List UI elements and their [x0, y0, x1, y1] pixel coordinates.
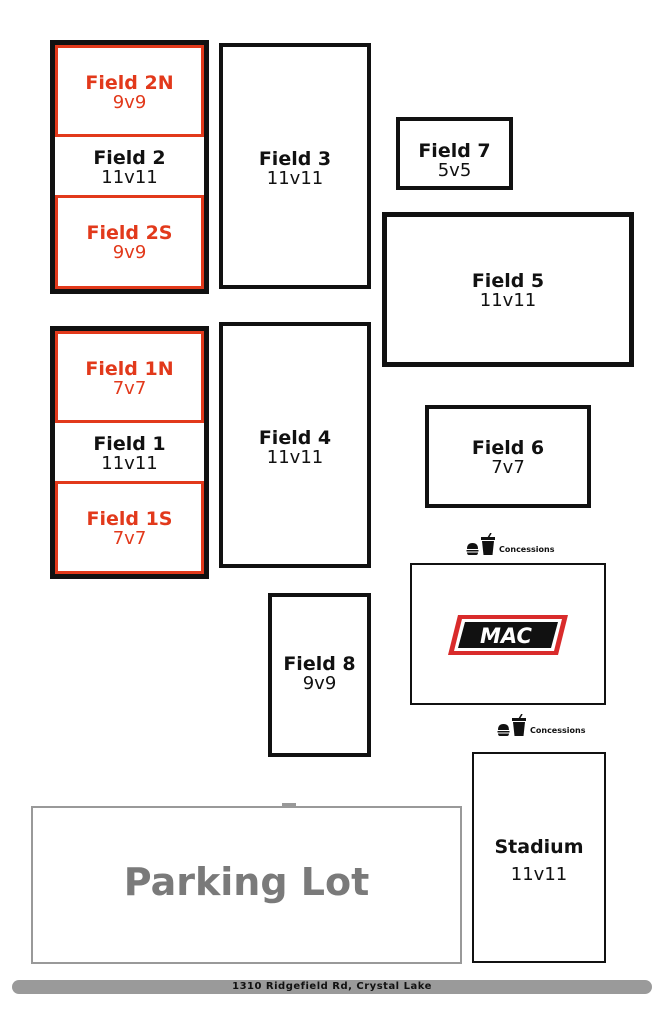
field-5-name: Field 5	[471, 270, 545, 292]
field-7[interactable]: Field 7 5v5	[396, 117, 513, 190]
parking-lot[interactable]: Parking Lot	[31, 806, 462, 964]
field-1n-name: Field 1N	[85, 358, 174, 380]
field-3-label-group: Field 3 11v11	[223, 148, 367, 189]
parking-entrance-marker	[282, 803, 296, 806]
drink-cup-icon	[512, 714, 526, 736]
field-2n[interactable]: Field 2N 9v9	[55, 45, 204, 137]
mac-logo-text: MAC	[480, 624, 533, 648]
field-2s-label-group: Field 2S 9v9	[58, 222, 201, 263]
field-2-label-group: Field 2 11v11	[55, 147, 204, 188]
field-8[interactable]: Field 8 9v9	[268, 593, 371, 757]
field-3-size: 11v11	[266, 167, 324, 189]
field-2n-label-group: Field 2N 9v9	[58, 72, 201, 113]
field-2n-name: Field 2N	[85, 72, 174, 94]
stadium-label-group: Stadium 11v11	[474, 836, 604, 885]
field-8-size: 9v9	[302, 672, 337, 694]
field-1-size: 11v11	[101, 452, 158, 474]
field-6-name: Field 6	[471, 437, 545, 459]
field-1-name: Field 1	[93, 433, 166, 455]
field-6-size: 7v7	[491, 456, 525, 478]
field-5[interactable]: Field 5 11v11	[382, 212, 634, 367]
field-2-name: Field 2	[93, 147, 166, 169]
field-6[interactable]: Field 6 7v7	[425, 405, 591, 508]
field-7-label-group: Field 7 5v5	[400, 140, 509, 181]
stadium-size: 11v11	[510, 863, 568, 885]
field-2s[interactable]: Field 2S 9v9	[55, 195, 204, 289]
mac-logo: MAC	[448, 615, 568, 655]
field-2n-size: 9v9	[112, 91, 147, 113]
road: 1310 Ridgefield Rd, Crystal Lake	[12, 980, 652, 994]
field-2-size: 11v11	[101, 166, 158, 188]
address-label: 1310 Ridgefield Rd, Crystal Lake	[232, 981, 432, 992]
field-1n-label-group: Field 1N 7v7	[58, 358, 201, 399]
field-6-label-group: Field 6 7v7	[429, 437, 587, 478]
field-4[interactable]: Field 4 11v11	[219, 322, 371, 568]
field-5-size: 11v11	[479, 289, 537, 311]
field-1s-size: 7v7	[112, 527, 147, 549]
field-1s-name: Field 1S	[86, 508, 173, 530]
concessions-marker-top: Concessions	[466, 533, 554, 555]
field-8-label-group: Field 8 9v9	[272, 653, 367, 694]
field-2s-name: Field 2S	[86, 222, 173, 244]
field-7-name: Field 7	[418, 140, 491, 162]
field-3[interactable]: Field 3 11v11	[219, 43, 371, 289]
field-4-size: 11v11	[266, 446, 324, 468]
field-8-name: Field 8	[283, 653, 356, 675]
field-4-name: Field 4	[258, 427, 332, 449]
field-7-size: 5v5	[437, 159, 472, 181]
field-2s-size: 9v9	[112, 241, 147, 263]
field-4-label-group: Field 4 11v11	[223, 427, 367, 468]
concessions-marker-bottom: Concessions	[497, 714, 585, 736]
mac-building[interactable]: MAC	[410, 563, 606, 705]
field-3-name: Field 3	[258, 148, 332, 170]
stadium-name: Stadium	[494, 836, 584, 858]
burger-icon	[497, 724, 510, 736]
concessions-label-top: Concessions	[499, 545, 555, 554]
burger-icon	[466, 543, 479, 555]
concessions-label-bottom: Concessions	[530, 726, 586, 735]
parking-lot-label: Parking Lot	[123, 860, 370, 904]
field-1n[interactable]: Field 1N 7v7	[55, 331, 204, 423]
field-1n-size: 7v7	[112, 377, 147, 399]
field-5-label-group: Field 5 11v11	[387, 270, 629, 311]
field-1s[interactable]: Field 1S 7v7	[55, 481, 204, 574]
stadium[interactable]: Stadium 11v11	[472, 752, 606, 963]
field-1-label-group: Field 1 11v11	[55, 433, 204, 474]
drink-cup-icon	[481, 533, 495, 555]
field-1s-label-group: Field 1S 7v7	[58, 508, 201, 549]
